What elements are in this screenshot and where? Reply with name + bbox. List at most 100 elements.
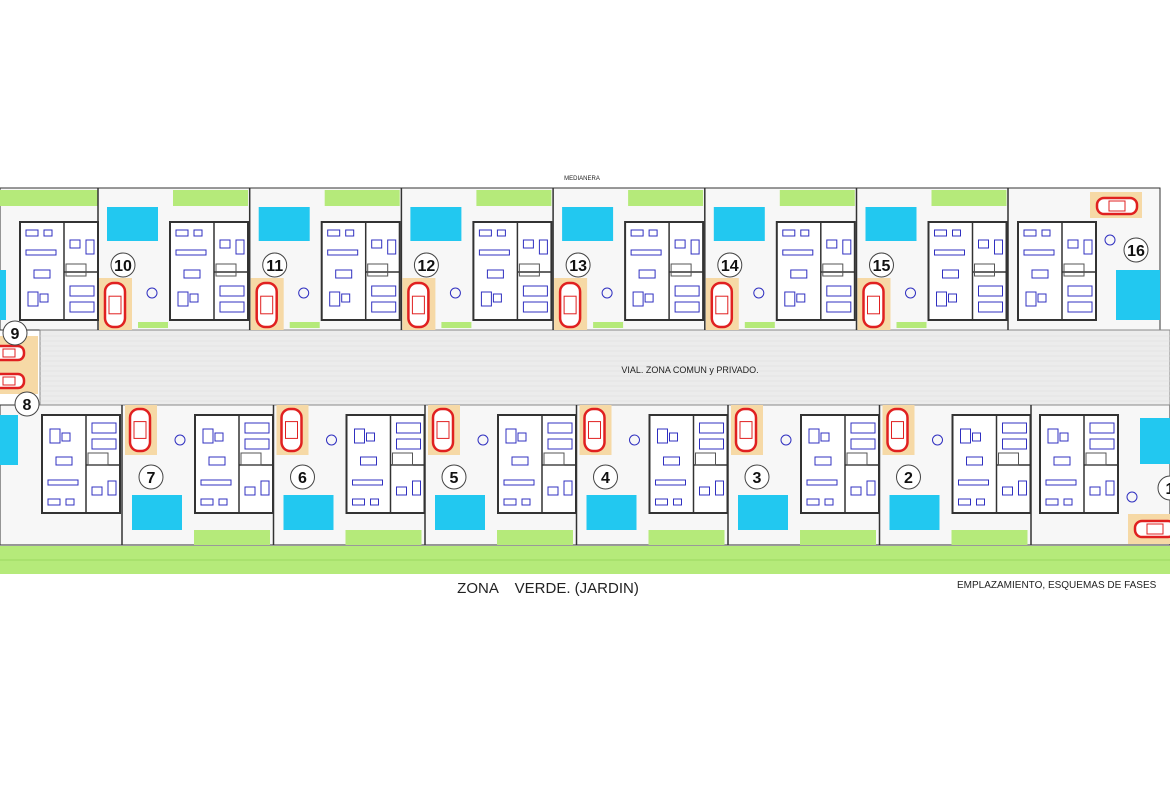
patio-table-icon	[601, 287, 613, 299]
lawn-strip	[931, 190, 1007, 206]
furniture-icon	[219, 285, 245, 297]
car-icon	[710, 281, 734, 329]
lot-7: 7	[121, 405, 274, 545]
patio-table-icon	[905, 287, 916, 299]
furniture-icon	[366, 432, 375, 442]
stairs-icon	[846, 452, 868, 466]
lot-number: 12	[418, 258, 436, 275]
house-outline	[648, 414, 729, 514]
furniture-icon	[663, 456, 680, 466]
house-outline	[927, 221, 1008, 321]
stairs-icon	[1063, 263, 1085, 277]
furniture-icon	[91, 438, 117, 450]
stairs-icon	[518, 263, 540, 277]
furniture-icon	[630, 229, 644, 237]
lot-number-circle	[744, 464, 770, 490]
furniture-icon	[1045, 479, 1077, 486]
furniture-icon	[91, 486, 103, 496]
furniture-icon	[218, 498, 228, 506]
furniture-icon	[69, 239, 81, 249]
furniture-icon	[496, 229, 506, 237]
furniture-icon	[820, 432, 830, 442]
furniture-icon	[1067, 285, 1093, 297]
car-icon	[431, 407, 455, 453]
lot-12: 12	[400, 188, 553, 330]
furniture-icon	[1067, 301, 1093, 313]
furniture-icon	[814, 456, 832, 466]
house-outline	[169, 221, 249, 321]
furniture-icon	[547, 422, 573, 434]
pool	[1116, 270, 1160, 320]
lot-number-circle	[441, 464, 467, 490]
furniture-icon	[690, 239, 700, 255]
furniture-icon	[177, 291, 189, 307]
furniture-icon	[563, 480, 573, 496]
furniture-icon	[806, 479, 838, 486]
pool	[435, 495, 485, 530]
furniture-icon	[934, 229, 947, 237]
furniture-icon	[214, 432, 224, 442]
car-icon	[103, 281, 127, 329]
lot-14: 14	[704, 188, 856, 330]
house-outline	[1017, 221, 1097, 321]
furniture-icon	[1023, 249, 1055, 256]
furniture-icon	[699, 486, 710, 496]
pool	[410, 207, 462, 241]
furniture-icon	[655, 498, 668, 506]
furniture-icon	[193, 229, 203, 237]
furniture-icon	[260, 480, 270, 496]
furniture-icon	[1023, 229, 1037, 237]
furniture-icon	[850, 422, 876, 434]
furniture-icon	[1047, 428, 1059, 444]
lot-10: 10	[97, 188, 249, 330]
furniture-icon	[699, 422, 724, 434]
furniture-icon	[1063, 498, 1073, 506]
pool	[1140, 418, 1170, 464]
furniture-icon	[808, 428, 820, 444]
lot-number: 7	[147, 470, 156, 487]
car-window	[411, 295, 425, 315]
car-window	[2, 376, 16, 386]
road-label: VIAL. ZONA COMUN y PRIVADO.	[621, 365, 758, 375]
lawn-strip	[289, 322, 320, 328]
house-outline	[320, 221, 401, 321]
lawn-strip	[194, 530, 270, 545]
lot-number-circle	[717, 252, 743, 278]
furniture-icon	[547, 486, 559, 496]
patio-table-icon	[298, 287, 310, 299]
patio-table-icon	[174, 434, 186, 446]
patio-table-icon	[449, 287, 461, 299]
lawn-strip	[648, 530, 725, 545]
furniture-icon	[1089, 422, 1115, 434]
furniture-icon	[958, 479, 989, 486]
stairs-icon	[543, 452, 565, 466]
furniture-icon	[978, 301, 1003, 313]
lot-6: 6	[272, 405, 426, 545]
furniture-icon	[189, 293, 199, 303]
lot-4: 4	[575, 405, 729, 545]
pool	[562, 207, 614, 241]
furniture-icon	[806, 498, 820, 506]
car-window	[715, 295, 729, 315]
furniture-icon	[674, 301, 700, 313]
furniture-icon	[370, 498, 379, 506]
furniture-icon	[244, 486, 256, 496]
lot-number: 16	[1127, 243, 1145, 260]
furniture-icon	[547, 438, 573, 450]
pool	[0, 415, 18, 465]
lawn-strip	[476, 190, 552, 206]
lot-number: 5	[450, 470, 459, 487]
furniture-icon	[107, 480, 117, 496]
lawn-strip	[345, 530, 422, 545]
lot-number-circle	[290, 464, 315, 490]
car-icon	[255, 281, 278, 329]
furniture-icon	[1067, 239, 1079, 249]
lot-5: 5	[424, 405, 577, 545]
furniture-icon	[371, 285, 397, 297]
car-window	[133, 421, 147, 439]
furniture-icon	[521, 498, 531, 506]
furniture-icon	[47, 498, 61, 506]
lawn-strip	[951, 530, 1028, 545]
car-icon	[0, 344, 26, 362]
furniture-icon	[952, 229, 961, 237]
